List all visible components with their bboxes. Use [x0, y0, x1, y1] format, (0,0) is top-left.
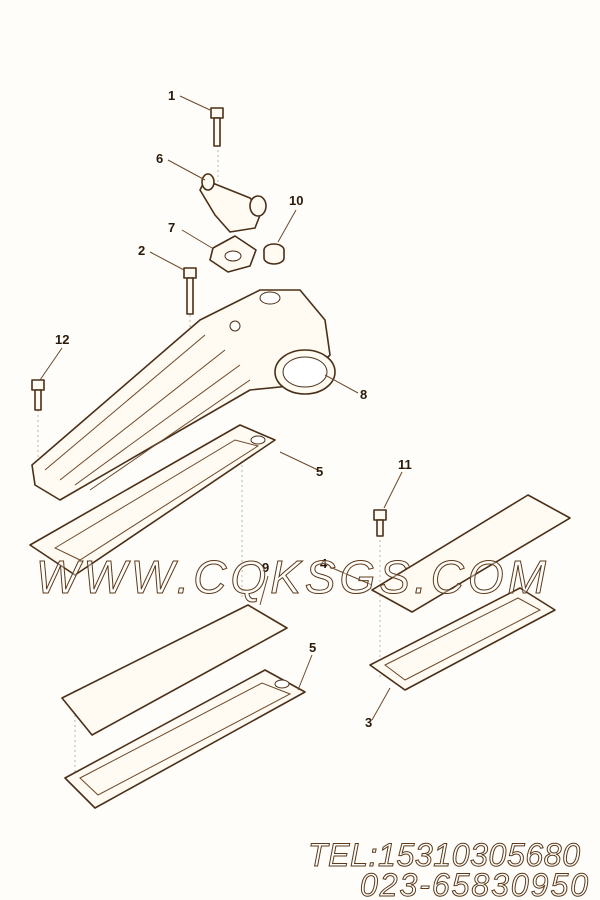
callout-6: 6 — [156, 151, 163, 166]
bolt-part-11 — [373, 509, 387, 537]
callout-2: 2 — [138, 243, 145, 258]
thermostat-housing-part-8 — [31, 289, 336, 501]
callout-8: 8 — [360, 387, 367, 402]
callout-7: 7 — [168, 220, 175, 235]
callout-5-lower: 5 — [309, 640, 316, 655]
cover-plate-part-4 — [371, 494, 571, 613]
watermark-tel: TEL:15310305680 — [308, 837, 580, 873]
bolt-part-2 — [183, 267, 197, 315]
cover-plate-part-9 — [61, 604, 288, 736]
callout-1: 1 — [168, 88, 175, 103]
gasket-part-5-upper — [29, 424, 276, 576]
callout-9: 9 — [262, 560, 269, 575]
bolt-part-1 — [210, 107, 224, 147]
callout-5-upper: 5 — [316, 464, 323, 479]
plug-part-10 — [263, 243, 285, 265]
elbow-part-6 — [199, 173, 267, 233]
gasket-part-5-lower — [64, 669, 306, 809]
watermark-url: WWW.CQKSGS.COM — [36, 551, 547, 603]
callout-3: 3 — [365, 715, 372, 730]
callout-11: 11 — [398, 457, 412, 472]
callout-4: 4 — [320, 556, 328, 571]
gasket-part-3 — [369, 587, 556, 691]
callout-10: 10 — [289, 193, 303, 208]
watermark-phone: 023-65830950 — [360, 867, 588, 900]
bolt-part-12 — [31, 379, 45, 411]
callout-12: 12 — [55, 332, 69, 347]
